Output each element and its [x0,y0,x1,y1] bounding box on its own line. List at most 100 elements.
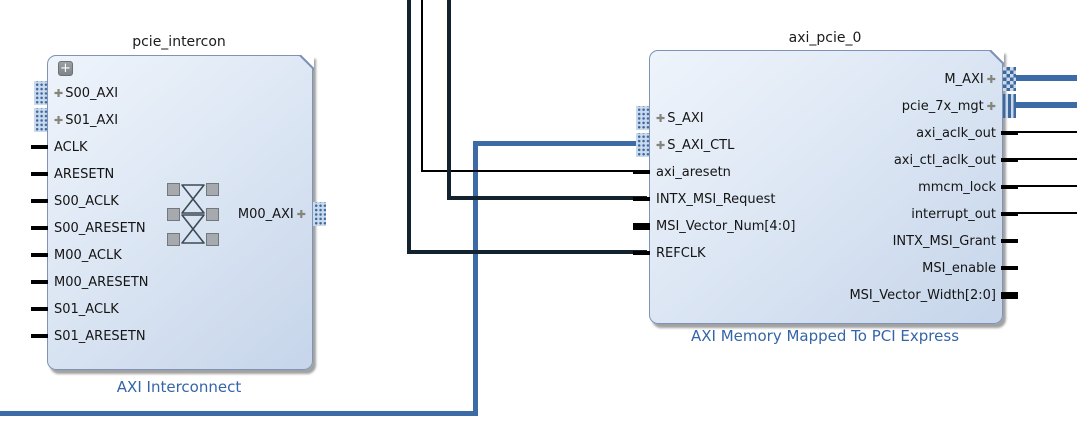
pin-stub[interactable] [31,145,48,149]
pin-stub[interactable] [1001,158,1018,162]
port-label: MSI_Vector_Width[2:0] [849,287,996,303]
port-label: S00_ACLK [54,193,119,209]
dotted-interface-pin-icon[interactable] [34,108,47,132]
pin-stub[interactable] [31,199,48,203]
wire-axi-aresetn[interactable] [421,170,647,172]
port-axi-aclk-out[interactable]: axi_aclk_out [650,120,1018,147]
dotted-interface-pin-icon[interactable] [313,202,326,226]
port-axi-ctl-aclk-out[interactable]: axi_ctl_aclk_out [650,147,1018,174]
wire-intx-msi-request[interactable] [447,196,647,200]
port-label: S00_AXI [65,85,119,101]
port-m-axi[interactable]: M_AXI✚ [650,66,1016,93]
block-type-label: AXI Interconnect [116,378,242,396]
port-pcie-7x-mgt[interactable]: pcie_7x_mgt✚ [650,93,1016,120]
interface-plus-icon[interactable]: ✚ [656,138,666,152]
port-axi-aresetn[interactable]: axi_aresetn [633,159,1002,186]
dotted-interface-pin-icon[interactable] [34,81,47,105]
pin-stub[interactable] [31,280,48,284]
port-intx-msi-grant[interactable]: INTX_MSI_Grant [650,228,1018,255]
port-msi-vector-num-4-0-[interactable]: MSI_Vector_Num[4:0] [633,213,1002,240]
port-aresetn[interactable]: ARESETN [31,161,312,188]
pin-stub[interactable] [1001,212,1018,216]
interface-plus-icon[interactable]: ✚ [296,207,306,221]
port-mmcm-lock[interactable]: mmcm_lock [650,174,1018,201]
port-s00-aresetn[interactable]: S00_ARESETN [31,215,312,242]
block-corner-fold [298,54,314,70]
port-label: S01_AXI [65,112,119,128]
port-s01-aclk[interactable]: S01_ACLK [31,296,312,323]
dotted-interface-pin-icon[interactable] [636,106,649,130]
pin-stub[interactable] [1001,185,1018,189]
axi-crossbar-icon [167,183,219,246]
bus-pin-stub[interactable] [1001,291,1018,299]
wire-refclk[interactable] [407,250,647,254]
pin-stub[interactable] [1001,266,1018,270]
interface-plus-icon[interactable]: ✚ [986,99,996,113]
port-label: S01_ACLK [54,301,119,317]
pin-stub[interactable] [31,307,48,311]
port-aclk[interactable]: ACLK [31,134,312,161]
port-label: pcie_7x_mgt [901,98,984,114]
interface-plus-icon[interactable]: ✚ [54,86,64,100]
port-label: S_AXI [667,110,704,126]
port-s01-aresetn[interactable]: S01_ARESETN [31,323,312,350]
stripes-interface-pin-icon[interactable] [1003,94,1016,118]
port-label: MSI_Vector_Num[4:0] [656,218,796,234]
port-label: ARESETN [54,166,115,182]
interface-plus-icon[interactable]: ✚ [54,113,64,127]
wire-mmcm-lock[interactable] [1015,185,1077,187]
pin-stub[interactable] [31,172,48,176]
pin-stub[interactable] [633,251,650,255]
wire-axi-ctl-aclk-out[interactable] [1015,158,1077,160]
checker-interface-pin-icon[interactable] [1003,67,1016,91]
wire-pcie-7x-mgt[interactable] [1013,102,1077,108]
port-s00-axi[interactable]: ✚S00_AXI [34,80,312,107]
pin-stub[interactable] [633,197,650,201]
port-msi-enable[interactable]: MSI_enable [650,255,1018,282]
wire-s-axi-ctl[interactable] [473,141,478,416]
port-m00-axi[interactable]: M00_AXI✚ [48,201,326,228]
expand-collapse-button[interactable]: + [58,61,73,76]
port-m00-aresetn[interactable]: M00_ARESETN [31,269,312,296]
pin-stub[interactable] [633,170,650,174]
wire-intx-msi-request[interactable] [447,0,451,200]
interface-plus-icon[interactable]: ✚ [656,111,666,125]
port-label: axi_aresetn [656,164,731,180]
port-interrupt-out[interactable]: interrupt_out [650,201,1018,228]
port-label: M_AXI [944,71,984,87]
bus-pin-stub[interactable] [633,222,650,230]
wire-refclk[interactable] [407,0,411,254]
interface-plus-icon[interactable]: ✚ [986,72,996,86]
pin-stub[interactable] [31,226,48,230]
port-s-axi[interactable]: ✚S_AXI [636,105,1002,132]
wire-axi-aclk-out[interactable] [1015,131,1077,133]
port-label: INTX_MSI_Request [656,191,776,207]
port-label: interrupt_out [911,206,996,222]
port-label: M00_AXI [237,206,294,222]
wire-interrupt-out[interactable] [1015,212,1077,214]
port-label: axi_aclk_out [916,125,996,141]
wire-axi-aresetn[interactable] [421,0,423,171]
block-instance-name: pcie_intercon [132,34,226,50]
port-refclk[interactable]: REFCLK [633,240,1002,267]
wire-s-axi-ctl[interactable] [0,411,475,416]
pin-stub[interactable] [1001,239,1018,243]
port-label: INTX_MSI_Grant [892,233,996,249]
pin-stub[interactable] [31,253,48,257]
port-label: S01_ARESETN [54,328,146,344]
pin-stub[interactable] [1001,131,1018,135]
port-msi-vector-width-2-0-[interactable]: MSI_Vector_Width[2:0] [650,282,1018,309]
wire-m-axi[interactable] [1013,75,1077,81]
port-s01-axi[interactable]: ✚S01_AXI [34,107,312,134]
port-s00-aclk[interactable]: S00_ACLK [31,188,312,215]
port-intx-msi-request[interactable]: INTX_MSI_Request [633,186,1002,213]
port-m00-aclk[interactable]: M00_ACLK [31,242,312,269]
wire-s-axi-ctl[interactable] [473,141,645,146]
port-label: mmcm_lock [918,179,996,195]
port-s-axi-ctl[interactable]: ✚S_AXI_CTL [636,132,1002,159]
dotted-interface-pin-icon[interactable] [636,133,649,157]
pin-stub[interactable] [31,334,48,338]
